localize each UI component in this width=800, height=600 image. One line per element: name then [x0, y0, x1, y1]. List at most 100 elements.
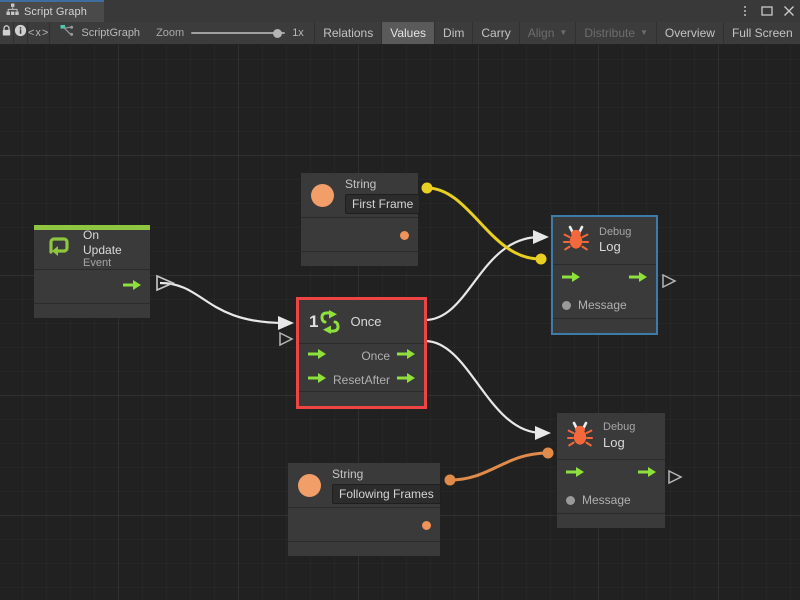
on-update-loop-icon — [44, 232, 74, 267]
edge-endpoint-dot — [542, 447, 554, 459]
close-icon[interactable] — [782, 4, 796, 18]
node-debug-log-top[interactable]: Debug Log — [551, 215, 658, 335]
toolbar-button-align-label: Align — [527, 26, 555, 40]
port-input-message-label: Message — [582, 493, 631, 507]
tab-script-graph[interactable]: Script Graph — [0, 0, 104, 22]
node-header: 1 Once — [299, 300, 424, 344]
toolbar-button-relations[interactable]: Relations — [315, 22, 383, 44]
node-once[interactable]: 1 Once — [296, 297, 427, 409]
port-row-value-out[interactable] — [288, 508, 440, 542]
graph-name-label: ScriptGraph — [81, 27, 141, 39]
port-output-after-label: After — [364, 373, 390, 387]
toolbar-button-dim[interactable]: Dim — [435, 22, 474, 44]
edge-target-arrow — [278, 316, 294, 330]
green-arrow-icon[interactable] — [629, 270, 647, 288]
toolbar-button-align[interactable]: Align ▼ — [520, 22, 577, 44]
more-options-icon[interactable] — [738, 4, 752, 18]
script-graph-icon — [60, 24, 74, 43]
toolbar-button-overview[interactable]: Overview — [657, 22, 724, 44]
port-row-message[interactable]: Message — [557, 488, 665, 512]
green-arrow-icon[interactable] — [397, 347, 415, 365]
port-input-message-label: Message — [578, 298, 627, 312]
graph-name-field[interactable]: ScriptGraph — [50, 22, 150, 44]
green-arrow-icon[interactable] — [638, 465, 656, 483]
toolbar-button-full-screen[interactable]: Full Screen — [724, 22, 800, 44]
green-arrow-icon[interactable] — [562, 270, 580, 288]
green-arrow-icon[interactable] — [308, 347, 326, 365]
port-row-value-out[interactable] — [301, 218, 418, 252]
node-body — [288, 508, 440, 542]
port-input-message[interactable]: Message — [566, 493, 631, 507]
toolbar-button-values-label: Values — [390, 26, 427, 40]
orange-circle-icon — [298, 473, 321, 497]
port-output-after[interactable]: After — [365, 371, 415, 389]
toolbar-button-values[interactable]: Values — [382, 22, 436, 44]
node-footer — [288, 542, 440, 556]
value-output-port[interactable] — [422, 520, 431, 530]
info-icon — [14, 24, 27, 42]
value-output-port[interactable] — [400, 230, 409, 240]
info-button[interactable] — [14, 22, 28, 44]
zoom-slider-handle[interactable] — [273, 29, 283, 38]
port-output-once[interactable]: Once — [361, 347, 415, 365]
port-connector-triangle[interactable] — [661, 273, 677, 289]
green-arrow-icon[interactable] — [123, 278, 141, 296]
edge-endpoint-dot — [535, 253, 547, 265]
message-input-port[interactable] — [566, 495, 575, 505]
node-title-block: String Following Frames — [332, 467, 441, 504]
port-input-reset[interactable]: Reset — [308, 371, 364, 389]
edge-endpoint-dot — [444, 474, 456, 486]
string-value-input[interactable]: Following Frames — [332, 483, 441, 504]
port-input-enter[interactable] — [308, 347, 333, 365]
zoom-slider[interactable] — [191, 27, 286, 39]
zoom-value-label: 1x — [292, 27, 304, 39]
node-on-update[interactable]: On Update Event — [34, 225, 150, 318]
chevron-down-icon: ▼ — [640, 28, 648, 37]
node-title: On Update — [83, 228, 122, 257]
port-input-message[interactable]: Message — [562, 298, 627, 312]
toolbar-button-carry[interactable]: Carry — [473, 22, 520, 44]
node-debug-log-bottom[interactable]: Debug Log — [557, 413, 665, 528]
maximize-icon[interactable] — [760, 4, 774, 18]
edge-target-arrow — [535, 426, 551, 440]
graph-canvas[interactable]: On Update Event — [0, 45, 800, 600]
port-row-trigger-out[interactable] — [34, 270, 150, 304]
node-string-following-frames[interactable]: String Following Frames — [288, 463, 441, 556]
window-controls — [738, 0, 796, 22]
node-title-block: Debug Log — [603, 421, 635, 450]
node-body — [34, 270, 150, 304]
toolbar-button-distribute[interactable]: Distribute ▼ — [576, 22, 657, 44]
port-row-flow[interactable] — [553, 265, 656, 293]
node-body — [301, 218, 418, 252]
edge-source-arrow — [156, 274, 175, 292]
port-connector-triangle[interactable] — [667, 469, 683, 485]
port-row-message[interactable]: Message — [553, 293, 656, 317]
port-row-enter-once[interactable]: Once — [299, 344, 424, 368]
bug-icon — [562, 224, 590, 257]
node-header: On Update Event — [34, 228, 150, 270]
node-footer — [299, 392, 424, 406]
node-title: Debug — [603, 421, 636, 434]
node-title: Debug — [599, 225, 632, 238]
port-row-flow[interactable] — [557, 460, 665, 488]
green-arrow-icon[interactable] — [566, 465, 584, 483]
orange-circle-icon — [311, 183, 334, 207]
node-body: Message — [553, 265, 656, 319]
node-title: String — [345, 176, 377, 191]
toolbar-button-distribute-label: Distribute — [584, 26, 635, 40]
node-string-first-frame[interactable]: String First Frame — [301, 173, 421, 266]
node-title-block: Debug Log — [599, 226, 631, 255]
toolbar-button-full-screen-label: Full Screen — [731, 26, 793, 40]
port-row-reset-after[interactable]: Reset After — [299, 368, 424, 392]
green-arrow-icon[interactable] — [308, 371, 326, 389]
node-footer — [34, 304, 150, 318]
port-connector-triangle[interactable] — [278, 331, 294, 347]
green-arrow-icon[interactable] — [397, 371, 415, 389]
node-title: String — [332, 466, 364, 481]
code-toggle-button[interactable]: <x> — [28, 22, 51, 44]
port-input-reset-label: Reset — [333, 373, 365, 387]
message-input-port[interactable] — [562, 300, 571, 310]
lock-button[interactable] — [0, 22, 14, 44]
bug-icon — [566, 420, 594, 453]
string-value-input[interactable]: First Frame — [345, 193, 421, 214]
